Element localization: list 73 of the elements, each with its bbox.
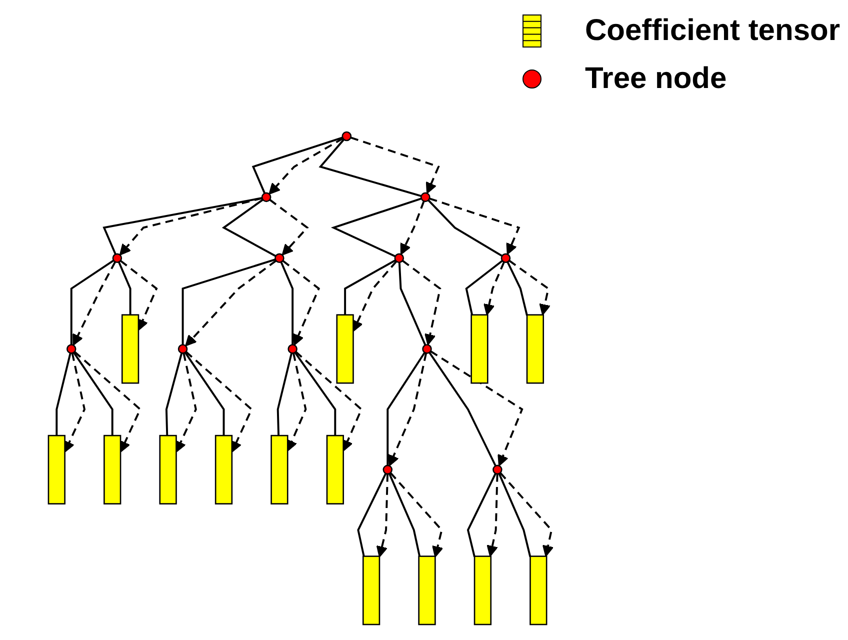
arrow xyxy=(390,472,444,558)
connector xyxy=(330,198,422,258)
connector xyxy=(252,136,343,194)
arrow xyxy=(508,260,550,316)
connector xyxy=(466,473,496,558)
arrow xyxy=(400,200,425,255)
arrow xyxy=(185,351,253,452)
node-circle xyxy=(288,344,298,354)
node-bar xyxy=(470,314,488,384)
node-bar xyxy=(336,314,354,384)
connector xyxy=(465,260,503,316)
arrow xyxy=(350,136,440,194)
node-circle xyxy=(394,253,404,264)
node-circle xyxy=(178,344,188,354)
connector xyxy=(318,138,422,197)
arrow xyxy=(269,198,309,256)
node-bar xyxy=(326,434,344,504)
arrow xyxy=(500,472,554,557)
node-circle xyxy=(422,344,432,354)
connector xyxy=(506,262,528,316)
connector xyxy=(428,200,503,257)
connector xyxy=(280,262,294,345)
arrow xyxy=(402,260,442,346)
node-circle xyxy=(500,253,511,264)
arrow xyxy=(286,352,307,452)
node-bar xyxy=(418,556,436,626)
node-bar xyxy=(526,314,544,384)
arrow xyxy=(175,352,197,452)
node-circle xyxy=(66,344,76,354)
node-circle xyxy=(420,192,430,202)
arrow xyxy=(64,352,86,452)
arrow xyxy=(74,351,142,452)
connector xyxy=(428,352,496,466)
connector xyxy=(56,352,72,436)
arrow xyxy=(486,474,498,557)
connector xyxy=(276,352,293,436)
arrow xyxy=(429,198,520,255)
connector xyxy=(388,473,421,556)
legend-text: Tree node xyxy=(584,62,727,96)
arrow xyxy=(352,260,398,332)
node-bar xyxy=(362,556,380,626)
connector xyxy=(294,352,336,436)
arrow xyxy=(430,350,524,466)
arrow xyxy=(376,474,388,558)
node-circle xyxy=(261,192,272,202)
node-bar xyxy=(159,434,177,504)
arrow xyxy=(483,262,505,316)
connector xyxy=(498,473,532,558)
node-bar xyxy=(121,314,140,384)
connector xyxy=(398,262,426,346)
node-bar xyxy=(474,556,492,626)
connector xyxy=(344,259,396,315)
arrow xyxy=(295,351,363,452)
arrow xyxy=(120,260,158,331)
node-circle xyxy=(342,131,352,142)
connector xyxy=(184,352,225,436)
node-circle xyxy=(492,464,502,475)
node-circle xyxy=(112,253,122,264)
connector xyxy=(222,198,276,257)
arrow xyxy=(282,260,320,346)
node-bar xyxy=(214,434,233,504)
node-circle xyxy=(274,253,284,264)
connector xyxy=(72,352,114,436)
node-circle xyxy=(382,464,393,475)
arrow xyxy=(268,138,344,195)
legend-text: Coefficient tensor xyxy=(584,14,840,48)
connector xyxy=(165,352,183,436)
node-bar xyxy=(48,434,66,504)
node-bar xyxy=(104,434,122,504)
connector xyxy=(118,262,132,315)
connector xyxy=(357,473,387,556)
node-bar xyxy=(530,556,548,626)
node-bar xyxy=(270,434,288,504)
